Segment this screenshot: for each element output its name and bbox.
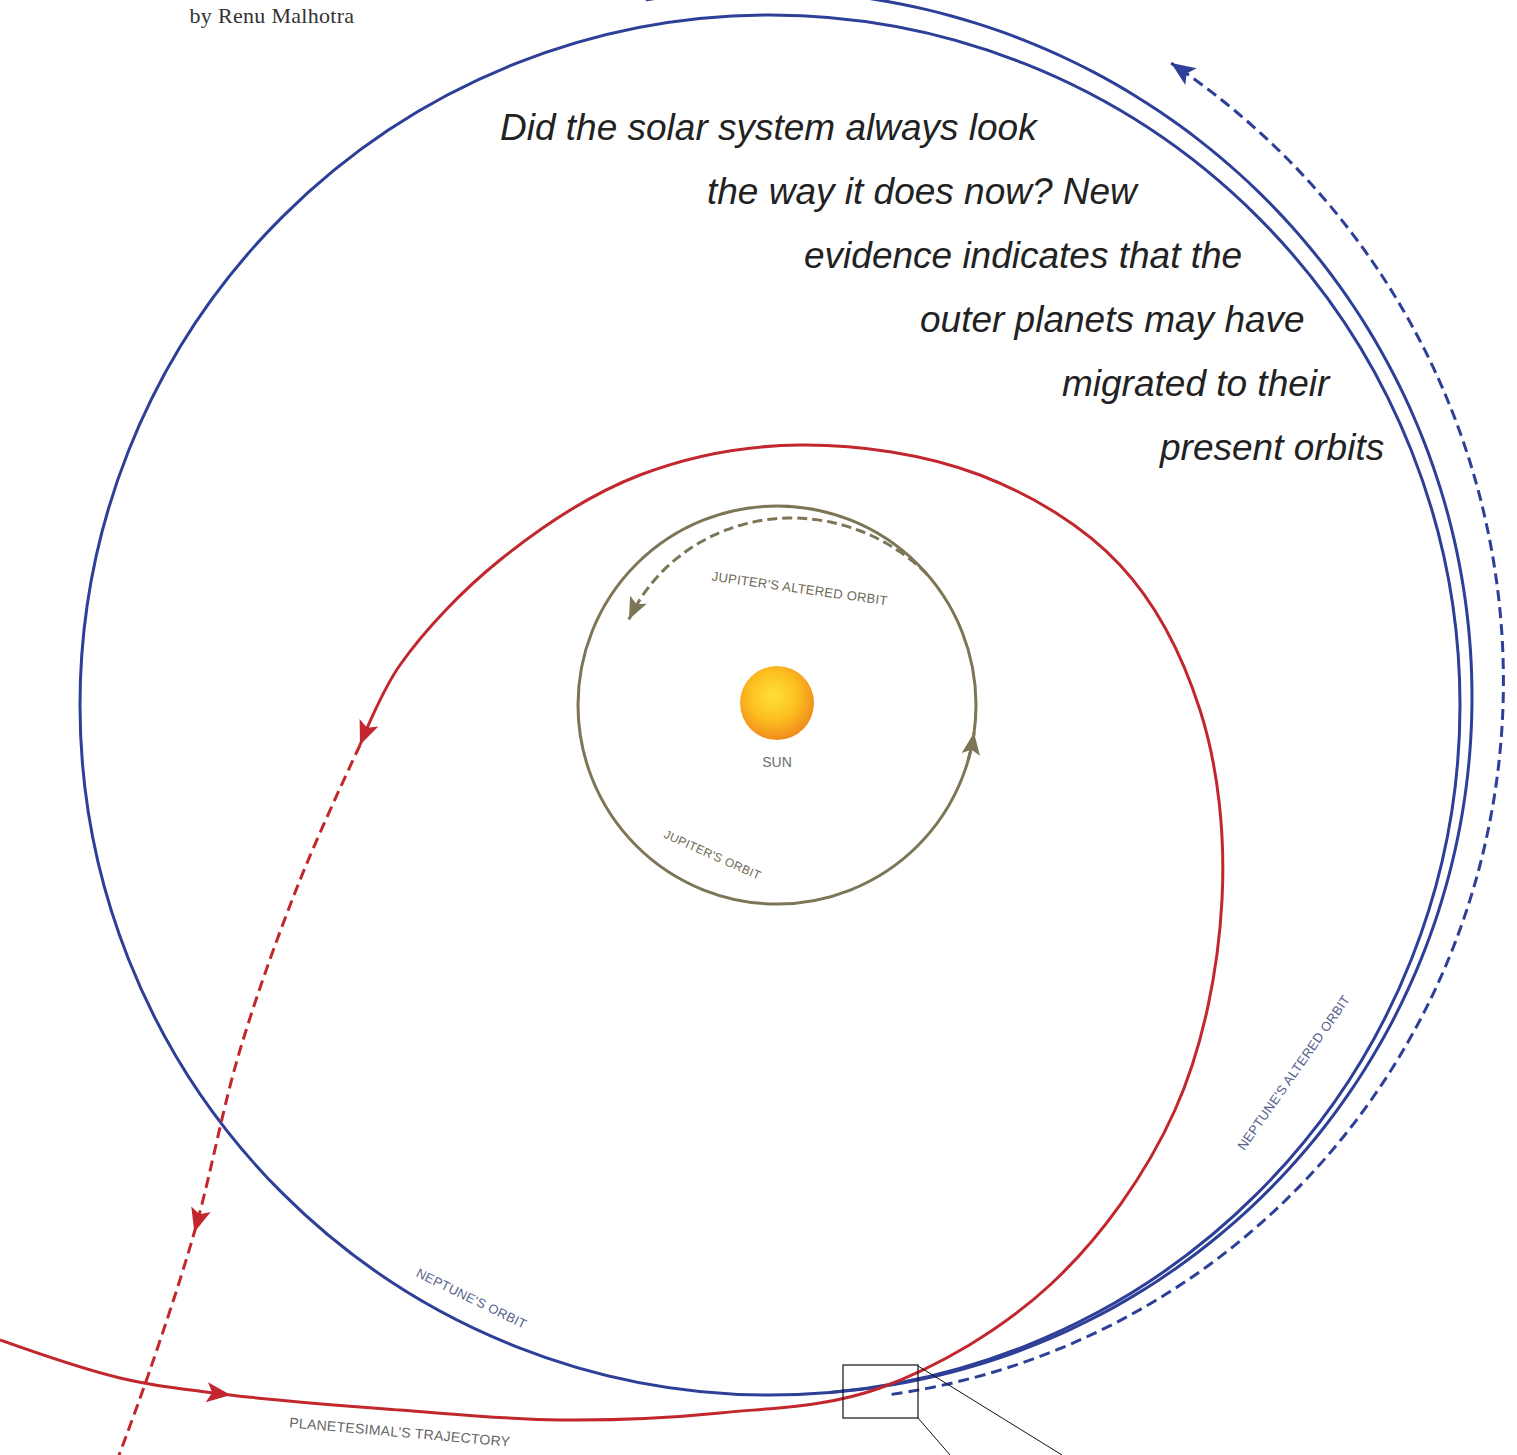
zoom-leader	[918, 1366, 1062, 1455]
byline: by Renu Malhotra	[190, 3, 355, 29]
wrap-shape	[0, 352, 1160, 480]
planetesimal-trajectory	[0, 445, 1223, 1420]
sun-symbol	[735, 664, 819, 742]
sun-disc	[740, 666, 814, 740]
sun-label: SUN	[735, 754, 819, 770]
orbit-label: JUPITER'S ALTERED ORBIT	[711, 568, 889, 608]
orbit-label: JUPITER'S ORBIT	[661, 827, 762, 882]
arrowhead	[351, 719, 379, 749]
title-text: Did the solar system always look the way…	[500, 107, 1384, 468]
arrowhead	[621, 596, 647, 624]
wrap-shape	[1375, 352, 1517, 480]
jupiter-orbit	[578, 506, 976, 904]
trajectory-label: PLANETESIMAL'S TRAJECTORY	[289, 1414, 511, 1449]
sun-node: SUN	[735, 664, 819, 770]
arrowhead	[962, 731, 984, 755]
arrowhead	[1165, 55, 1196, 85]
zoom-leader	[918, 1418, 950, 1455]
arrowhead	[185, 1206, 211, 1235]
jupiter-altered-orbit	[629, 518, 927, 619]
zoom-box	[843, 1365, 918, 1418]
title-block: Did the solar system always look the way…	[0, 96, 1517, 480]
orbit-label: NEPTUNE'S ORBIT	[414, 1265, 529, 1332]
planetesimal-escape-path	[118, 745, 360, 1455]
zoom-callout	[843, 1365, 1062, 1455]
neptune-orbit	[80, 15, 1460, 1395]
orbit-label: NEPTUNE'S ALTERED ORBIT	[1235, 992, 1354, 1152]
arrowhead	[206, 1382, 232, 1405]
